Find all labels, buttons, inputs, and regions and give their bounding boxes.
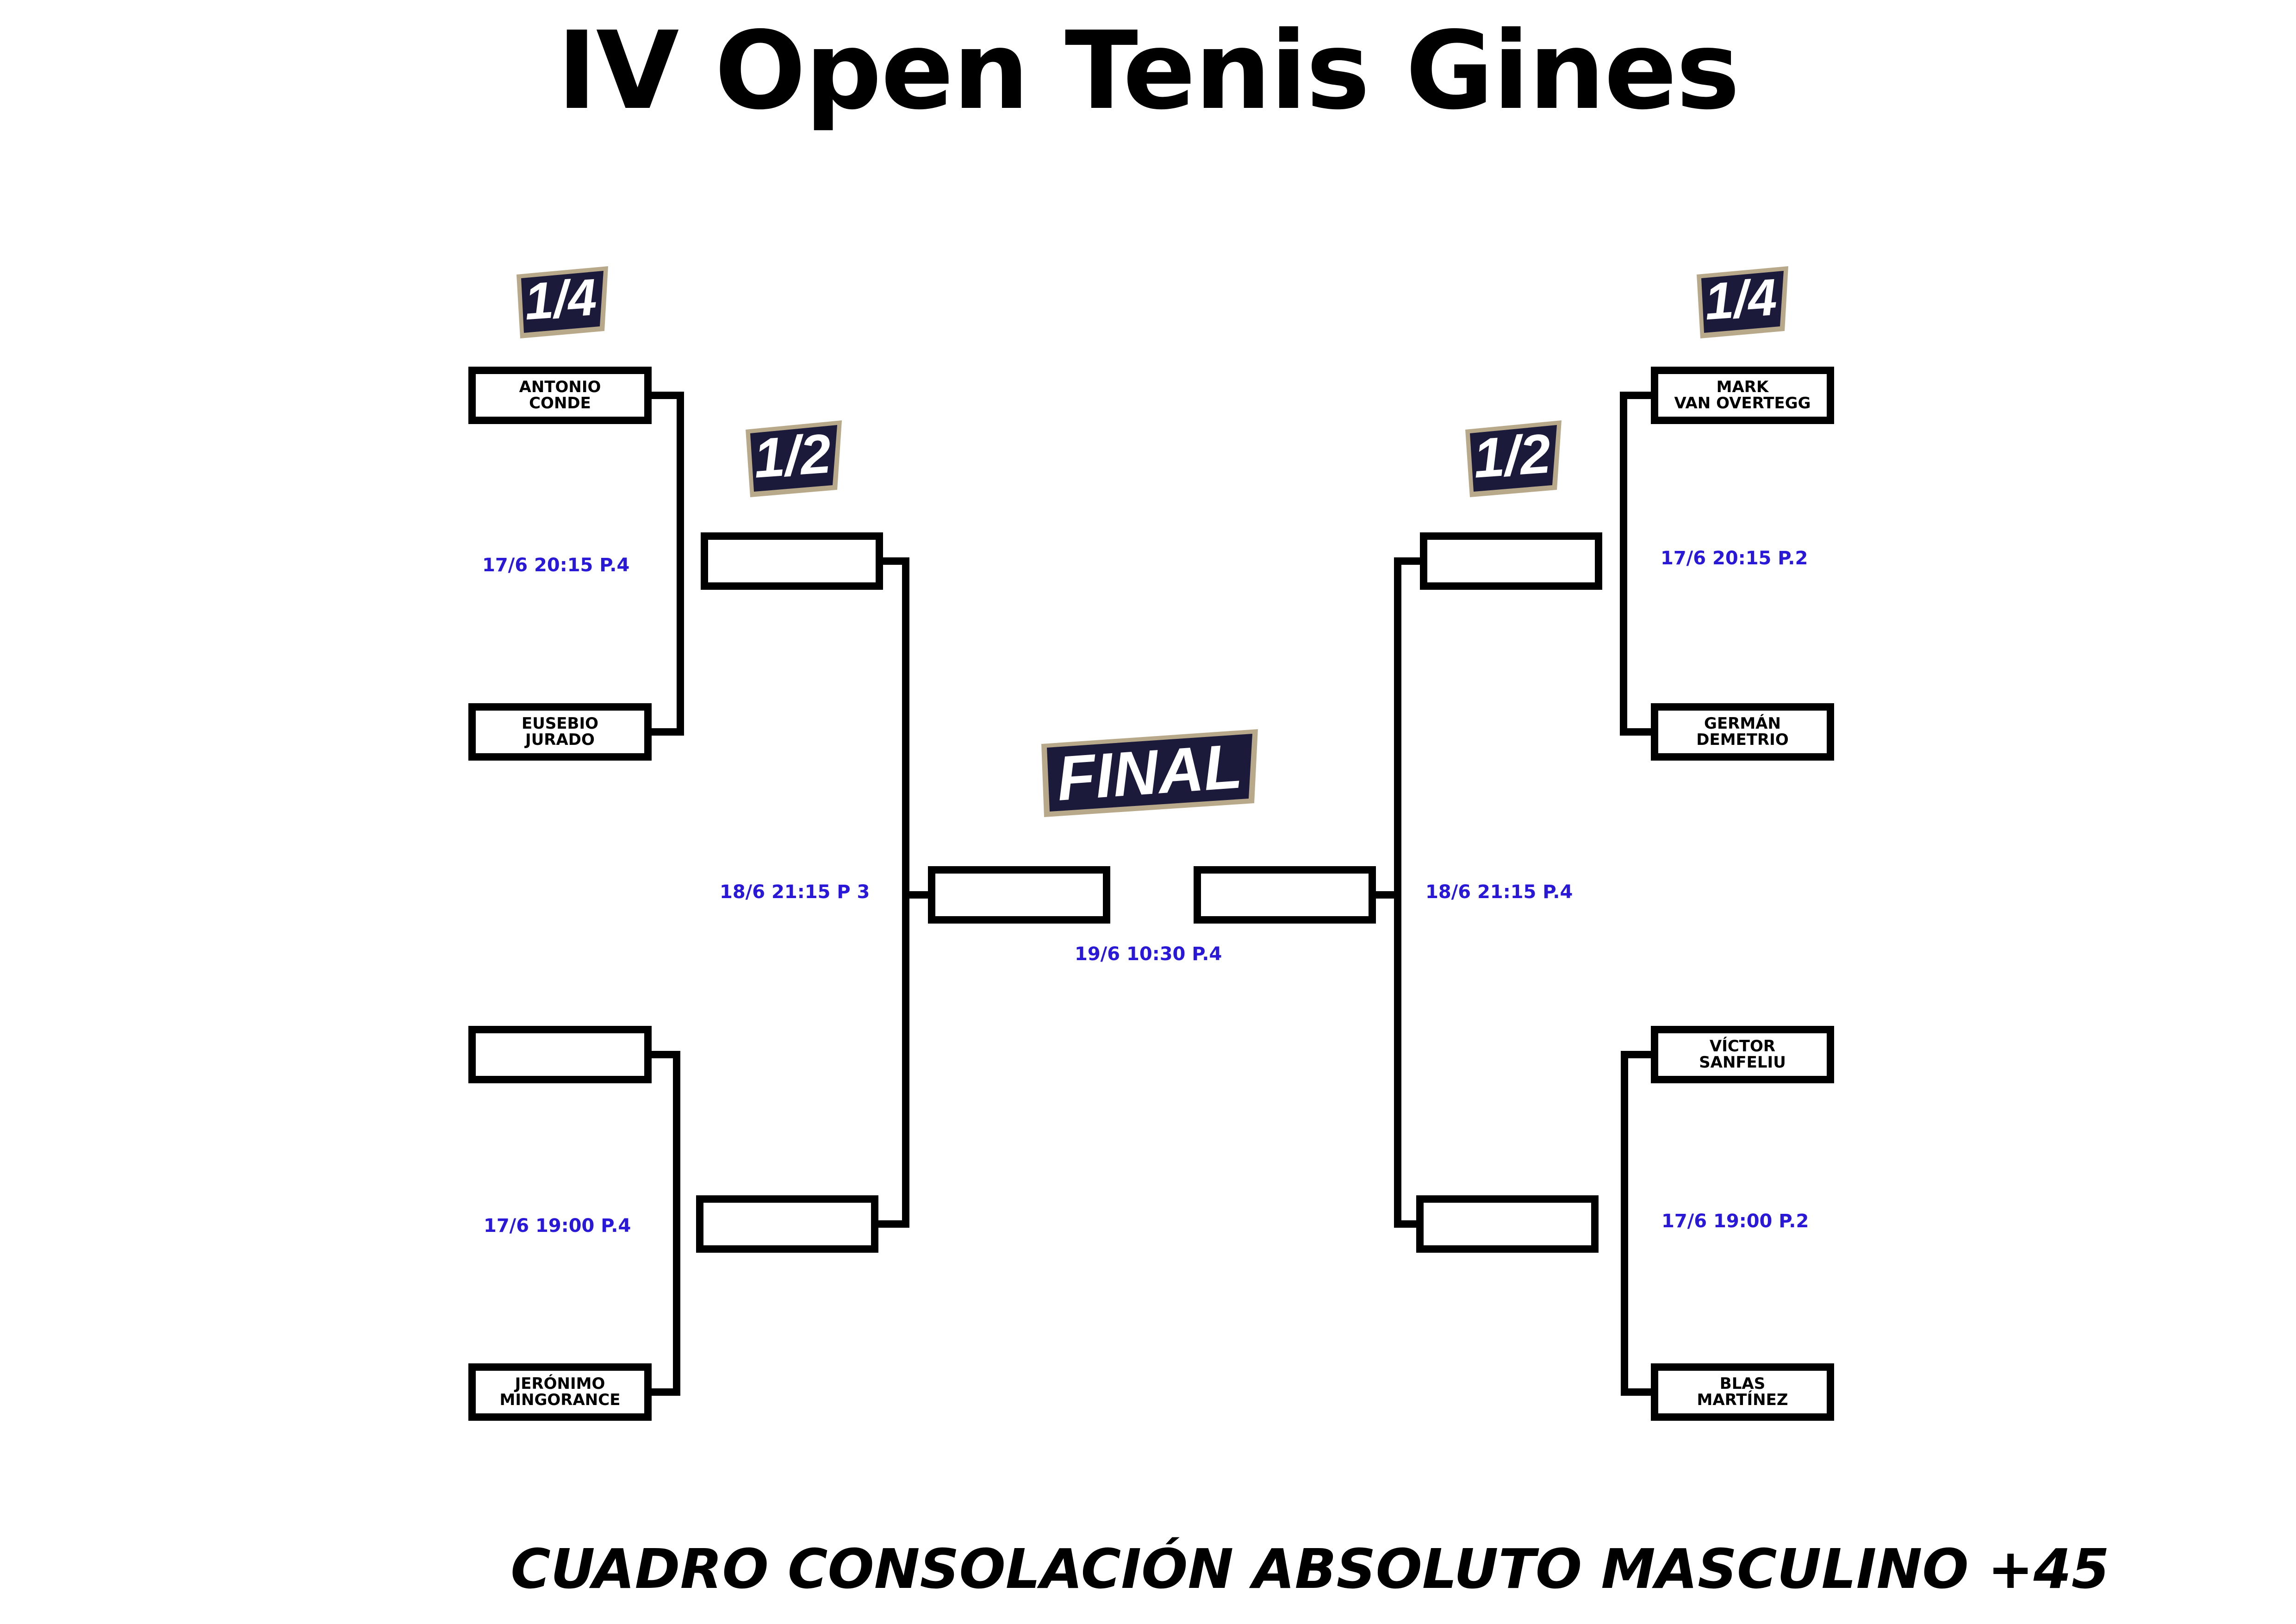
player-first-line: BLAS xyxy=(1719,1374,1766,1393)
right-semifinal-label: 1/2 xyxy=(1471,422,1553,489)
left-qf1-bottom-box xyxy=(468,703,652,761)
connector-left-qf2 xyxy=(648,1051,680,1396)
left-semifinal-label: 1/2 xyxy=(752,422,833,489)
player-victor-sanfeliu: VÍCTOR SANFELIU xyxy=(1658,1033,1827,1076)
player-second-line: CONDE xyxy=(529,394,591,412)
left-quarterfinal-badge: 1/4 xyxy=(509,262,616,344)
player-first-line: ANTONIO xyxy=(519,378,601,397)
player-second-line: MARTÍNEZ xyxy=(1697,1391,1788,1409)
right-quarterfinal-label: 1/4 xyxy=(1703,268,1779,331)
player-german-demetrio: GERMÁN DEMETRIO xyxy=(1658,711,1827,753)
connector-right-sf xyxy=(1394,557,1424,1228)
schedule-right-qf1: 17/6 20:15 P.2 xyxy=(1661,548,1808,569)
schedule-left-sf: 18/6 21:15 P 3 xyxy=(720,881,870,903)
final-left-box xyxy=(928,866,1110,924)
player-jeronimo-mingorance: JERÓNIMO MINGORANCE xyxy=(476,1371,644,1413)
left-semifinal-badge: 1/2 xyxy=(738,416,849,503)
schedule-right-qf2: 17/6 19:00 P.2 xyxy=(1661,1211,1809,1232)
player-empty-slot xyxy=(476,1033,644,1076)
connector-left-sf xyxy=(875,557,909,1228)
player-mark-van-overtegg: MARK VAN OVERTEGG xyxy=(1658,374,1827,417)
player-first-line: GERMÁN xyxy=(1704,714,1781,733)
player-blas-martinez: BLAS MARTÍNEZ xyxy=(1658,1371,1827,1413)
right-sf2-box xyxy=(1416,1195,1599,1253)
player-first-line: MARK xyxy=(1716,378,1769,397)
player-first-line: JERÓNIMO xyxy=(515,1374,605,1393)
right-qf2-bottom-box xyxy=(1651,1363,1834,1421)
page-title: IV Open Tenis Gines xyxy=(557,8,1740,133)
player-first-line: VÍCTOR xyxy=(1709,1037,1776,1056)
player-first-line: EUSEBIO xyxy=(521,714,598,733)
player-eusebio-jurado: EUSEBIO JURADO xyxy=(476,711,644,753)
player-second-line: SANFELIU xyxy=(1699,1053,1786,1072)
left-sf1-box xyxy=(701,532,883,590)
final-badge: FINAL xyxy=(1037,725,1263,828)
left-sf2-box xyxy=(696,1195,878,1253)
player-second-line: DEMETRIO xyxy=(1696,731,1789,749)
schedule-left-qf1: 17/6 20:15 P.4 xyxy=(482,555,630,576)
player-antonio-conde: ANTONIO CONDE xyxy=(476,374,644,417)
player-second-line: MINGORANCE xyxy=(499,1391,621,1409)
final-label: FINAL xyxy=(1055,731,1244,814)
draw-subtitle: CUADRO CONSOLACIÓN ABSOLUTO MASCULINO +4… xyxy=(510,1537,2109,1601)
connector-left-qf1 xyxy=(648,392,684,736)
left-quarterfinal-label: 1/4 xyxy=(523,268,598,331)
right-quarterfinal-badge: 1/4 xyxy=(1689,262,1796,344)
left-qf1-top-box xyxy=(468,367,652,424)
player-second-line: VAN OVERTEGG xyxy=(1674,394,1811,412)
schedule-right-sf: 18/6 21:15 P.4 xyxy=(1425,881,1573,903)
schedule-left-qf2: 17/6 19:00 P.4 xyxy=(484,1215,631,1237)
left-qf2-top-box xyxy=(468,1026,652,1083)
final-right-box xyxy=(1194,866,1376,924)
schedule-final: 19/6 10:30 P.4 xyxy=(1075,943,1222,965)
connector-right-qf1 xyxy=(1620,392,1655,736)
right-semifinal-badge: 1/2 xyxy=(1458,416,1569,503)
connector-right-qf2 xyxy=(1621,1051,1655,1396)
right-sf1-box xyxy=(1420,532,1602,590)
player-second-line: JURADO xyxy=(525,731,595,749)
